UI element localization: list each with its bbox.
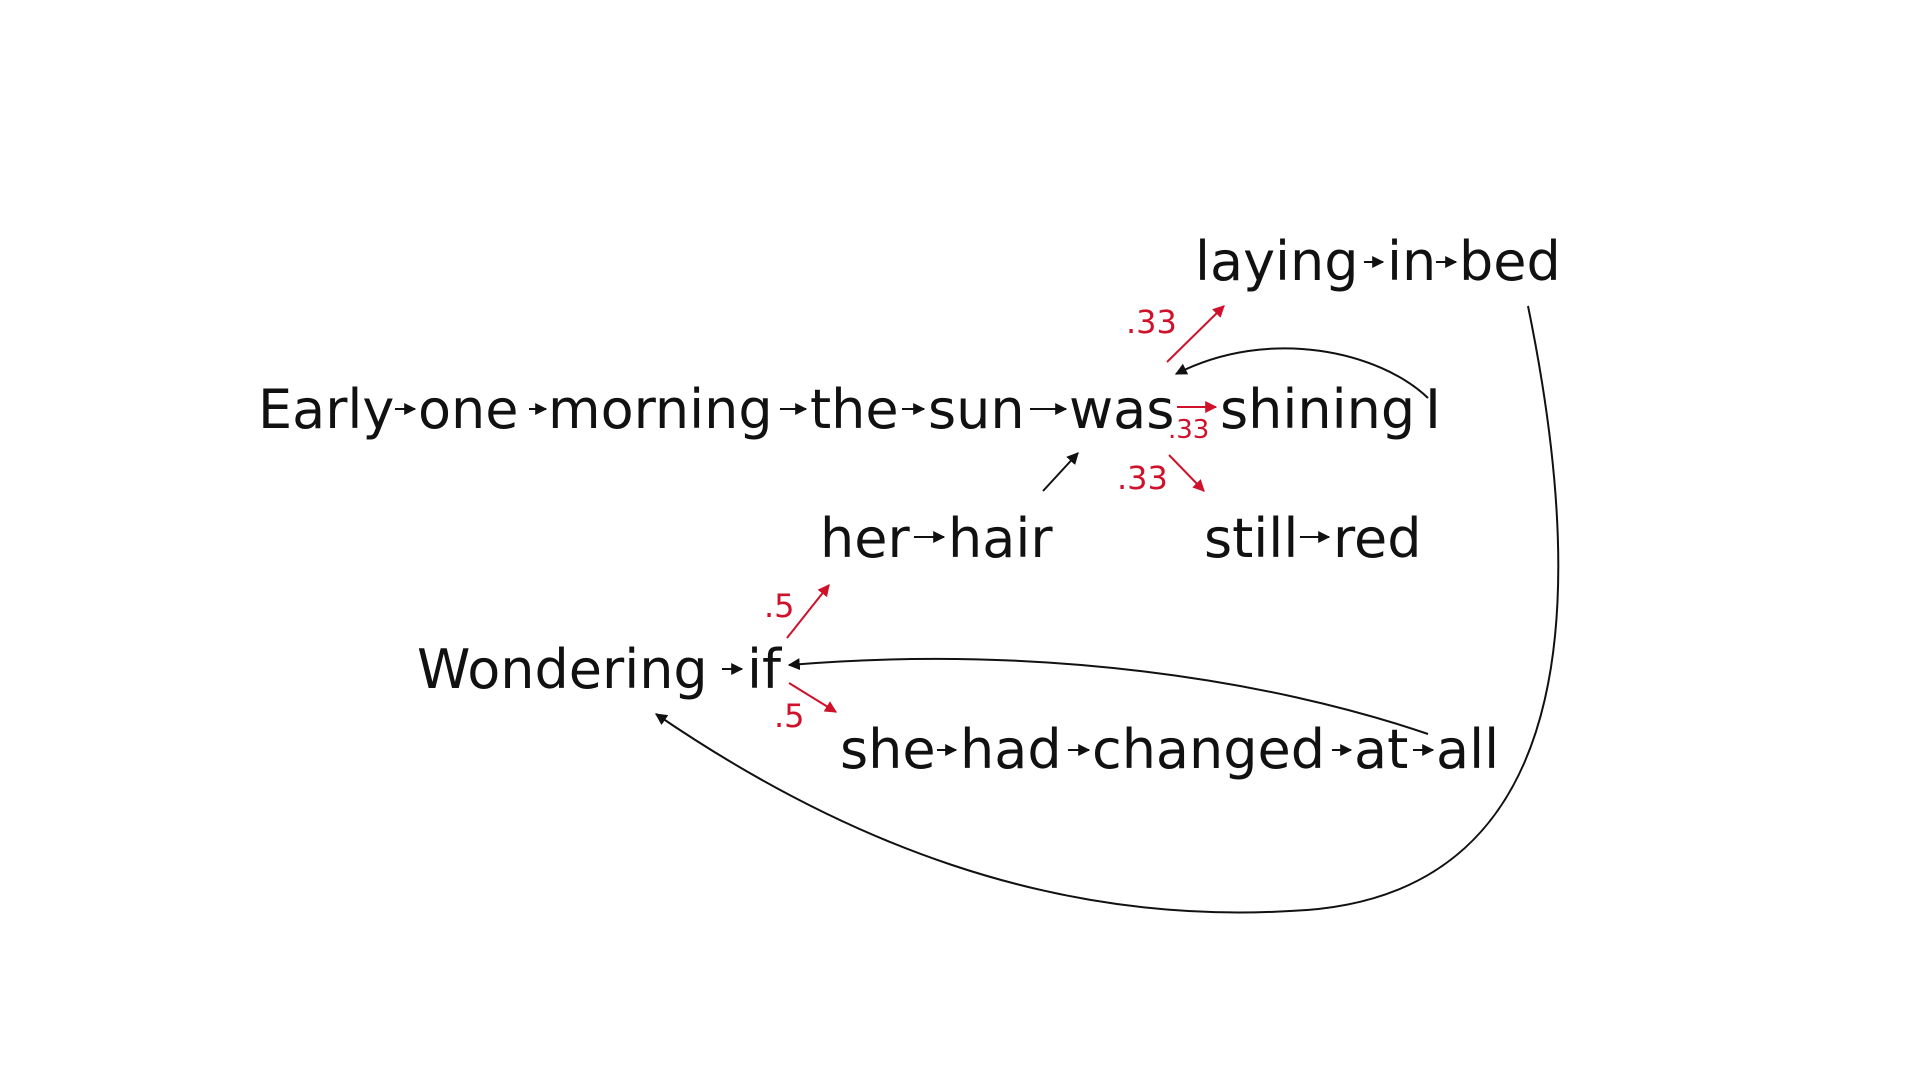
word-one: one [418,378,519,441]
prob-if-her: .5 [764,587,795,625]
word-at: at [1354,718,1408,781]
word-her: her [820,507,910,570]
word-morning: morning [548,378,773,441]
arrow-all-if [787,657,1429,735]
word-if: if [747,638,783,701]
prob-if-she: .5 [774,697,805,735]
arrow-was-still [1168,454,1205,492]
prob-was-shining: .33 [1168,415,1209,445]
arrow-i-was [1174,347,1429,399]
prob-was-still: .33 [1117,459,1168,497]
word-all: all [1436,718,1499,781]
arrow-was-laying [1166,305,1225,363]
word-had: had [960,718,1062,781]
word-bed: bed [1459,230,1561,293]
arrow-if-she [788,682,838,713]
word-laying: laying [1195,230,1359,293]
word-hair: hair [948,507,1053,570]
word-wondering: Wondering [417,638,708,701]
word-shining: shining [1220,378,1415,441]
word-changed: changed [1092,718,1325,781]
word-early: Early [258,378,394,441]
arrow-bed-wondering [655,305,1560,914]
word-red: red [1333,507,1422,570]
prob-was-laying: .33 [1126,303,1177,341]
word-i: I [1425,378,1441,441]
word-in: in [1387,230,1436,293]
arrow-hair-was [1042,452,1079,492]
word-still: still [1204,507,1298,570]
word-she: she [840,718,936,781]
word-sun: sun [928,378,1025,441]
arrow-if-her [786,584,830,639]
word-was: was [1069,378,1174,441]
word-the: the [810,378,899,441]
